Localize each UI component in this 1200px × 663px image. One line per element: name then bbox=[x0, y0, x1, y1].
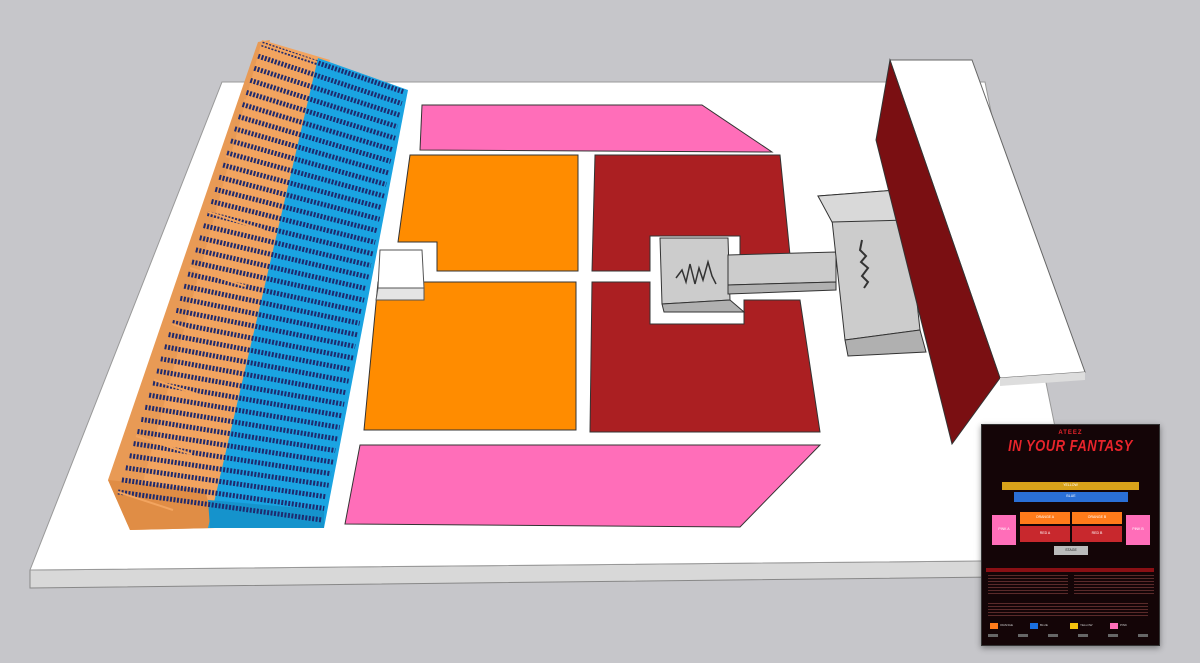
poster-yellow: YELLOW bbox=[1002, 482, 1139, 490]
seat-row bbox=[230, 138, 387, 187]
poster-text-right bbox=[1074, 575, 1154, 595]
seat-row bbox=[183, 283, 361, 326]
seat-row bbox=[195, 247, 367, 292]
thrust-stage bbox=[659, 237, 746, 313]
seat-row bbox=[249, 77, 399, 130]
main-stage bbox=[817, 189, 927, 357]
seat-row bbox=[168, 332, 352, 373]
seat-row bbox=[234, 126, 390, 176]
seat-rows bbox=[117, 41, 405, 523]
seat-row bbox=[253, 65, 401, 118]
stage-scribble-left bbox=[675, 259, 717, 285]
seat-row bbox=[117, 489, 323, 523]
seating-chart-poster: ATEEZ IN YOUR FANTASY YELLOW BLUE ORANGE… bbox=[981, 424, 1160, 646]
section-orange-bottom bbox=[363, 281, 577, 431]
poster-pink-a: PINK A bbox=[992, 515, 1016, 545]
stand-aisle bbox=[225, 155, 282, 175]
seat-row bbox=[257, 53, 403, 106]
poster-legend-label-4: PINK bbox=[1120, 623, 1128, 627]
seat-row bbox=[164, 344, 350, 384]
poster-red-a: RED A bbox=[1020, 526, 1070, 542]
seat-row bbox=[152, 380, 343, 419]
stand-aisle bbox=[207, 211, 264, 231]
seat-row bbox=[199, 235, 370, 280]
seat-row bbox=[172, 320, 354, 361]
seat-row bbox=[140, 416, 336, 454]
section-orange-top bbox=[397, 154, 579, 272]
poster-legend-swatch-2 bbox=[1030, 623, 1038, 629]
poster-legend-swatch-1 bbox=[990, 623, 998, 629]
seat-row bbox=[133, 441, 332, 477]
seat-row bbox=[148, 392, 341, 430]
section-pink-top bbox=[419, 104, 774, 153]
poster-brand: ATEEZ bbox=[1058, 430, 1083, 436]
seat-row bbox=[187, 271, 363, 315]
seat-row bbox=[191, 259, 365, 303]
poster-header-bar bbox=[986, 568, 1154, 572]
poster-legend-swatch-3 bbox=[1070, 623, 1078, 629]
seat-row bbox=[245, 90, 396, 141]
stand-aisle bbox=[189, 267, 246, 287]
seat-row bbox=[156, 368, 345, 407]
section-pink-bottom bbox=[344, 444, 822, 528]
seat-row bbox=[144, 404, 338, 442]
seat-row bbox=[226, 150, 385, 199]
poster-orange-a: ORANGE A bbox=[1020, 512, 1070, 524]
poster-text-left bbox=[988, 575, 1068, 595]
stage-scribble-right bbox=[858, 239, 870, 289]
stand-aisle bbox=[171, 323, 228, 343]
seat-row bbox=[175, 307, 356, 349]
poster-orange-b: ORANGE B bbox=[1072, 512, 1122, 524]
stand-aisle bbox=[243, 99, 300, 119]
stand-aisle bbox=[153, 379, 210, 399]
stand-aisle bbox=[261, 43, 318, 63]
seat-row bbox=[121, 477, 325, 511]
seat-row bbox=[241, 102, 394, 153]
poster-legend-label-3: YELLOW bbox=[1080, 623, 1093, 627]
poster-blue: BLUE bbox=[1014, 492, 1128, 502]
poster-legend-label-1: ORANGE bbox=[1000, 623, 1014, 627]
poster-legend-label-2: BLUE bbox=[1040, 623, 1048, 627]
back-wall bbox=[875, 58, 1086, 446]
section-red-bottom bbox=[589, 281, 821, 433]
poster-text-notes bbox=[988, 603, 1148, 617]
seat-row bbox=[210, 198, 376, 245]
seat-row bbox=[179, 295, 358, 338]
poster-sponsor-logos bbox=[988, 634, 1153, 637]
section-red-top bbox=[591, 154, 791, 272]
seat-row bbox=[203, 223, 372, 268]
poster-title: IN YOUR FANTASY bbox=[1008, 436, 1133, 455]
runway bbox=[727, 251, 837, 295]
poster-legend-swatch-4 bbox=[1110, 623, 1118, 629]
seat-row bbox=[237, 114, 392, 164]
seat-row bbox=[125, 465, 327, 500]
control-booth bbox=[375, 249, 425, 301]
poster-pink-b: PINK B bbox=[1126, 515, 1150, 545]
seat-row bbox=[222, 162, 383, 211]
stand-aisle bbox=[135, 435, 192, 455]
stand-aisle bbox=[117, 491, 174, 511]
seat-row bbox=[218, 174, 381, 222]
poster-red-b: RED B bbox=[1072, 526, 1122, 542]
seat-row bbox=[137, 428, 334, 465]
poster-stage: STAGE bbox=[1054, 546, 1088, 555]
